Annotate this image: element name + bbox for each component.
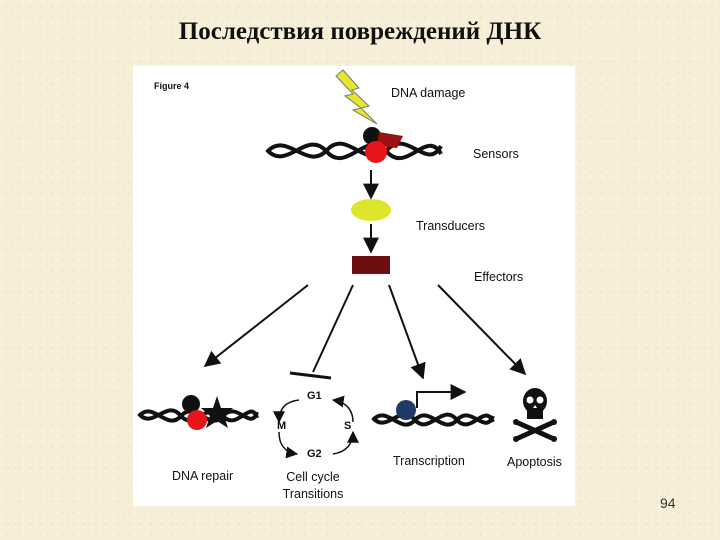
- arrow-to-transcription: [388, 284, 426, 380]
- label-transcription: Transcription: [393, 454, 465, 468]
- label-dna-repair: DNA repair: [172, 469, 234, 483]
- label-m: M: [277, 420, 287, 432]
- skull-crossbones-icon: [513, 388, 557, 442]
- inhibit-bar: [289, 371, 332, 380]
- arrow-to-apoptosis: [437, 284, 527, 376]
- label-sensors: Sensors: [473, 147, 519, 161]
- sensor-proteins: [363, 127, 403, 163]
- label-s: S: [344, 420, 352, 432]
- label-dna-damage: DNA damage: [391, 86, 466, 100]
- slide-title: Последствия повреждений ДНК: [178, 18, 542, 45]
- label-transitions: Transitions: [282, 487, 344, 501]
- lightning-bolt-icon: [335, 69, 378, 125]
- label-g2: G2: [307, 448, 322, 460]
- inhibit-cell-cycle: [312, 284, 354, 373]
- label-effectors: Effectors: [474, 270, 524, 284]
- label-g1: G1: [307, 390, 322, 402]
- effector-shape: [352, 256, 390, 274]
- signaling-diagram: [137, 69, 557, 459]
- transcription-start-arrow: [416, 384, 467, 408]
- label-apoptosis: Apoptosis: [507, 455, 562, 469]
- arrow-to-dna-repair: [203, 284, 309, 367]
- page-number: 94: [660, 495, 676, 511]
- figure-label: Figure 4: [154, 81, 190, 91]
- label-transducers: Transducers: [416, 219, 486, 233]
- cell-cycle-loop: [273, 395, 359, 459]
- transcription-factor: [396, 400, 416, 420]
- label-cell-cycle: Cell cycle: [286, 470, 340, 484]
- dna-helix-transcription: [371, 412, 495, 427]
- dna-helix-top: [265, 141, 443, 161]
- figure-panel: Figure 4 DNA damage Sensors Transducers …: [133, 66, 575, 506]
- repair-proteins: [182, 395, 233, 430]
- transducer-shape: [351, 199, 391, 221]
